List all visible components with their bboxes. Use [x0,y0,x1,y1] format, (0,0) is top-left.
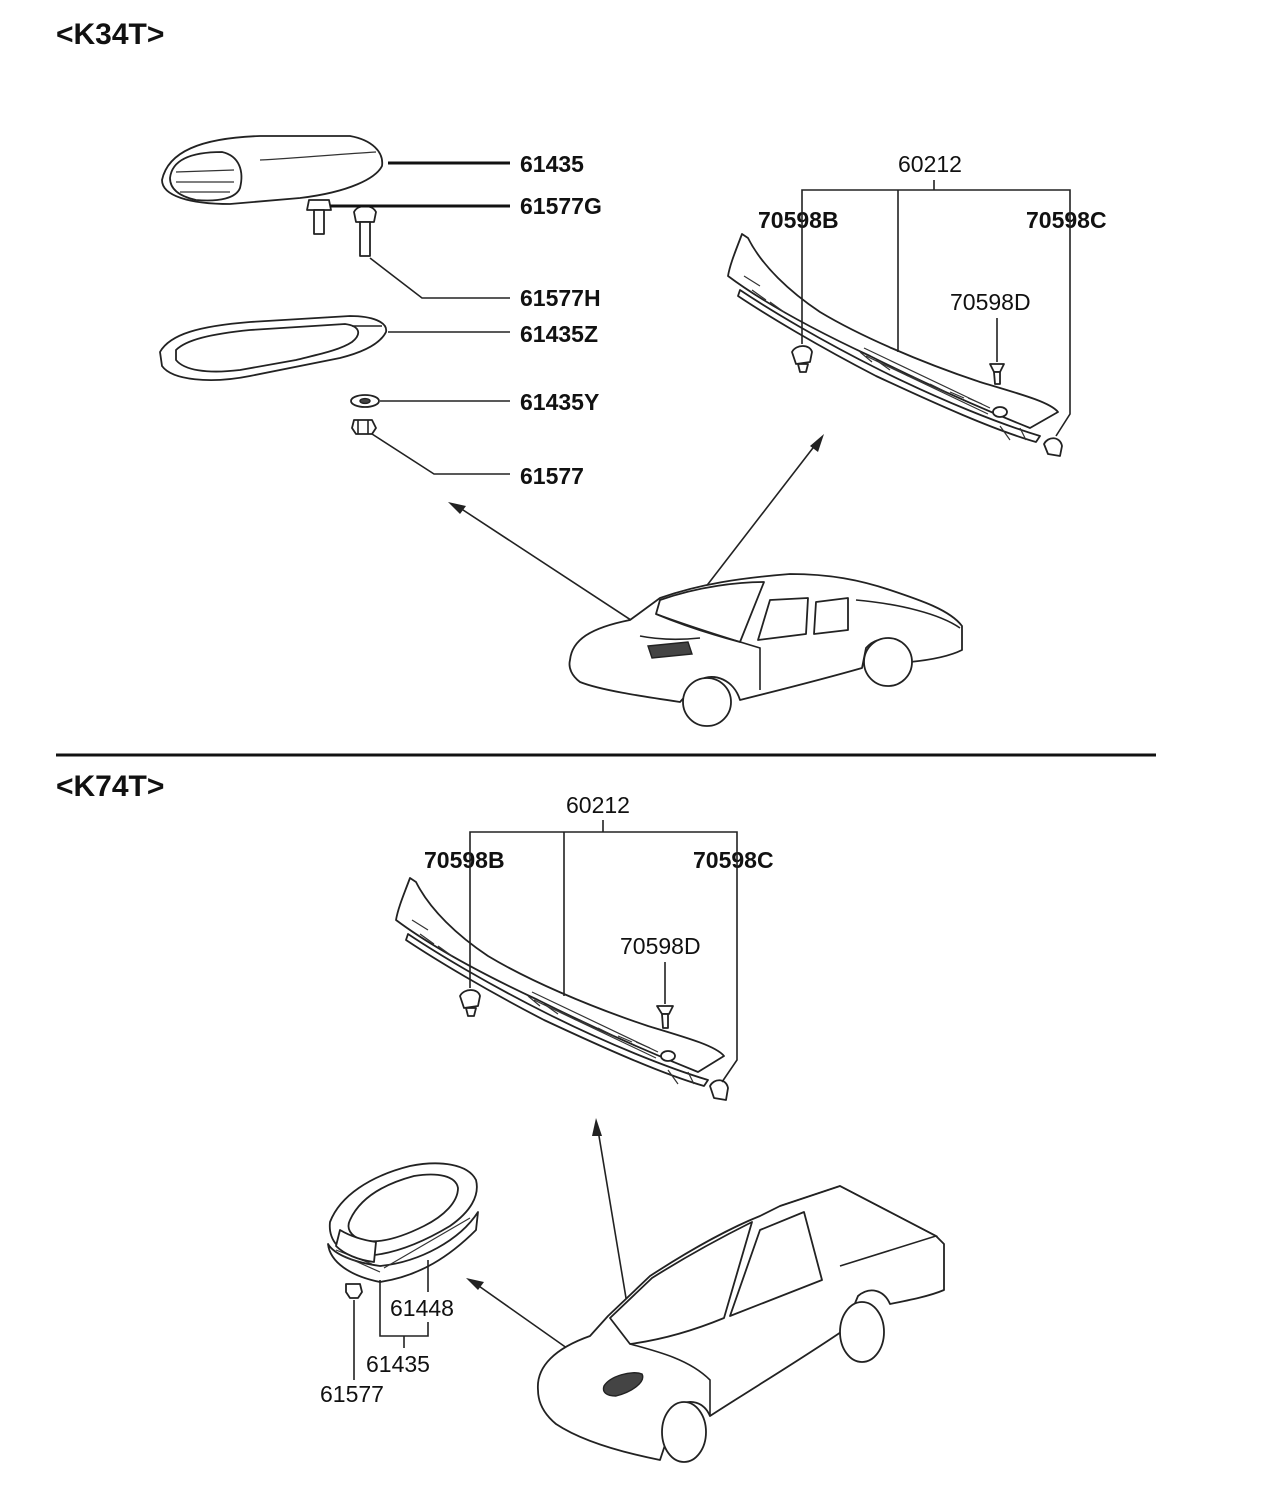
section-k34t: <K34T> 61435 61577G 61577H 61 [56,18,1107,727]
label-61577: 61577 [520,463,584,489]
bracket-60212-k74t [469,831,738,842]
bracket-60212 [801,189,1071,200]
label-70598c: 70598C [1026,207,1107,233]
label-70598b: 70598B [758,207,839,233]
label-61577h: 61577H [520,285,601,311]
clip-70598b-k74t [459,989,481,1017]
label-60212: 60212 [898,151,962,177]
clip-70598c-k34t [1043,437,1063,457]
label-70598d-k74t: 70598D [620,933,701,959]
label-61577-k74t: 61577 [320,1381,384,1407]
bolt-61577g [306,199,332,235]
label-61435: 61435 [520,151,584,177]
label-61435-k74t: 61435 [366,1351,430,1377]
section-title-k34t: <K34T> [56,18,164,51]
hood-scoop-k34t [161,135,384,205]
section-title-k74t: <K74T> [56,770,164,803]
hood-scoop-assembly-k74t [327,1162,479,1283]
nut-61577 [351,419,377,435]
pickup-truck-k34t [568,573,963,727]
section-k74t: <K74T> 60212 70598B 70598C 70598D [56,770,945,1463]
label-60212-k74t: 60212 [566,792,630,818]
clip-70598d-k34t [989,363,1005,385]
clip-70598c-k74t [709,1079,729,1101]
label-70598d: 70598D [950,289,1031,315]
label-61577g: 61577G [520,193,602,219]
arrow-to-cowl-k74t [592,1118,631,1323]
washer-61435y [350,394,380,408]
bolt-61577h [353,205,377,257]
clip-70598b-k34t [791,345,813,373]
cowl-top-panel-k34t [727,233,1059,443]
cowl-top-panel-k74t [395,877,725,1087]
pickup-truck-k74t [537,1185,945,1463]
leader-61577h [369,257,510,299]
label-70598b-k74t: 70598B [424,847,505,873]
arrow-to-cowl-k34t [687,434,824,611]
label-70598c-k74t: 70598C [693,847,774,873]
clip-70598d-k74t [656,1005,674,1029]
nut-61577-k74t [345,1283,363,1299]
arrow-to-scoop-k34t [448,502,641,627]
label-61435z: 61435Z [520,321,598,347]
gasket-61435z [159,315,387,381]
label-61448-k74t: 61448 [390,1295,454,1321]
label-61435y: 61435Y [520,389,599,415]
leader-61577 [371,433,510,475]
